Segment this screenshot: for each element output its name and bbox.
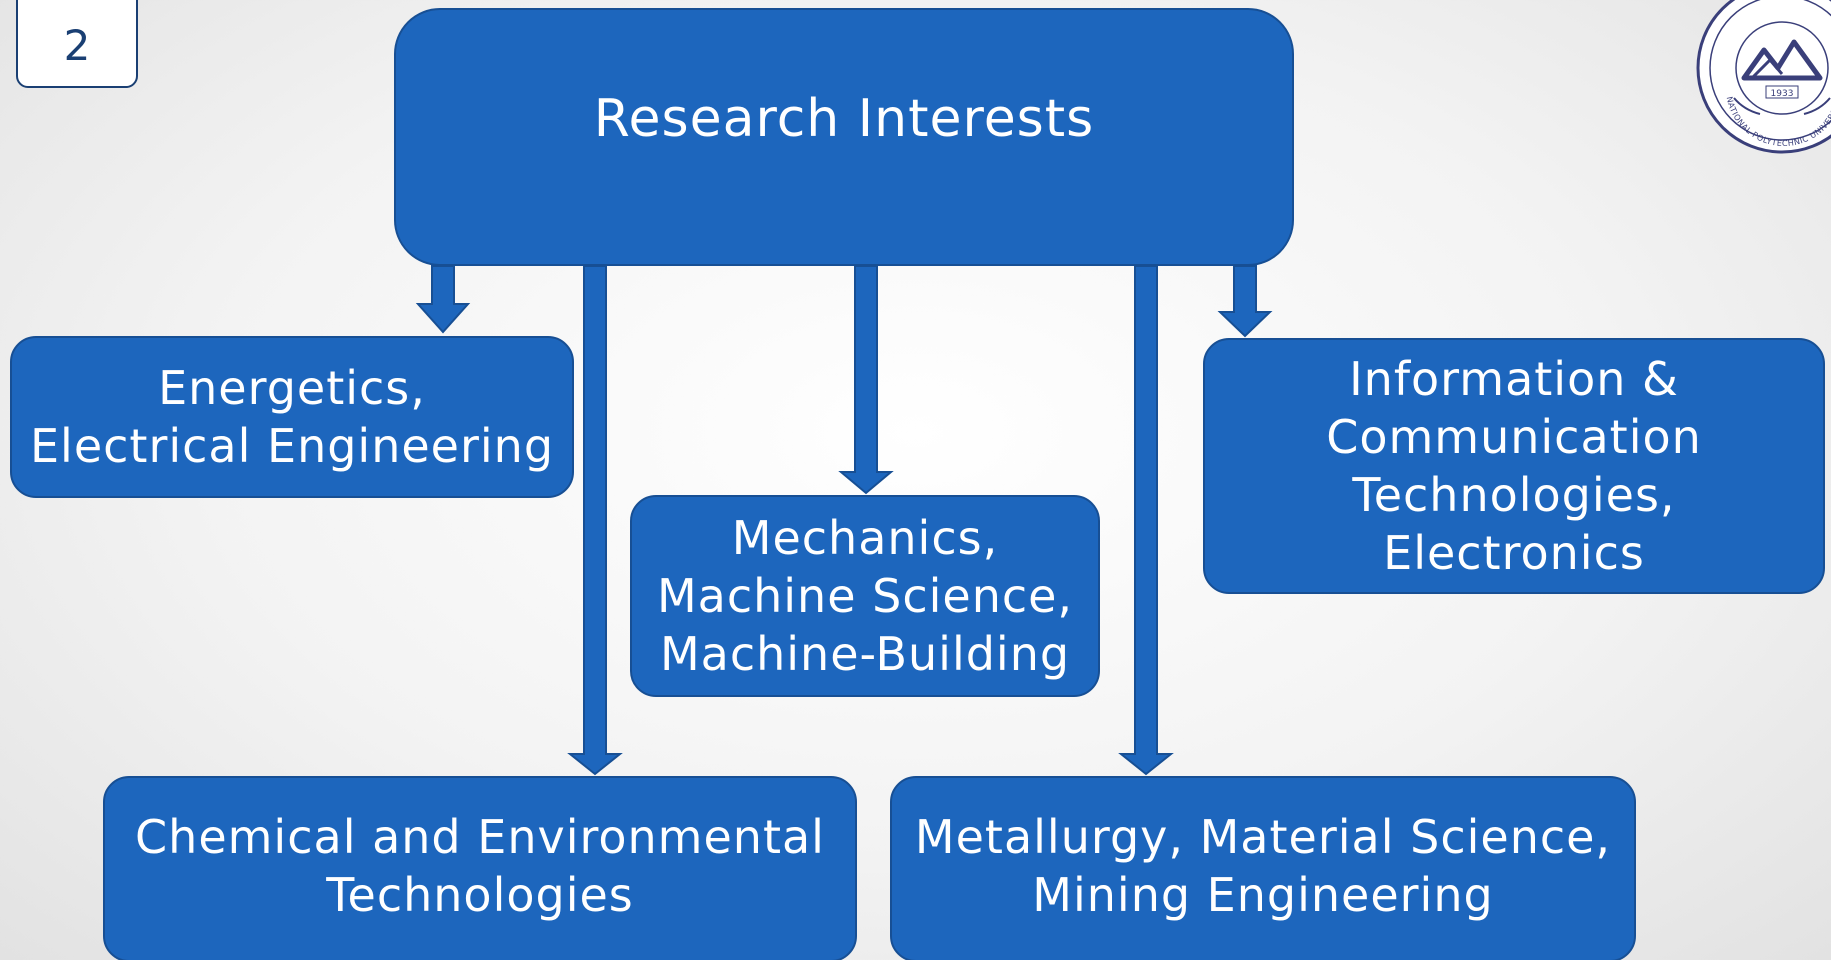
arrow-to-mechanics: [838, 265, 894, 495]
logo-year: 1933: [1771, 89, 1794, 99]
slide-number: 2: [16, 0, 138, 88]
university-seal-logo: 1933 NATIONAL POLYTECHNIC UNIVERSITY: [1696, 0, 1831, 154]
arrow-to-ict: [1217, 265, 1273, 338]
node-ict: Information & Communication Technologies…: [1203, 338, 1825, 594]
node-mechanics: Mechanics, Machine Science, Machine-Buil…: [630, 495, 1100, 697]
node-chemical: Chemical and Environmental Technologies: [103, 776, 857, 960]
arrow-to-energetics: [415, 265, 471, 334]
arrow-to-metallurgy: [1118, 265, 1174, 776]
node-energetics: Energetics, Electrical Engineering: [10, 336, 574, 498]
node-metallurgy: Metallurgy, Material Science, Mining Eng…: [890, 776, 1636, 960]
arrow-to-chemical: [567, 265, 623, 776]
diagram-root-node: Research Interests: [394, 8, 1294, 266]
